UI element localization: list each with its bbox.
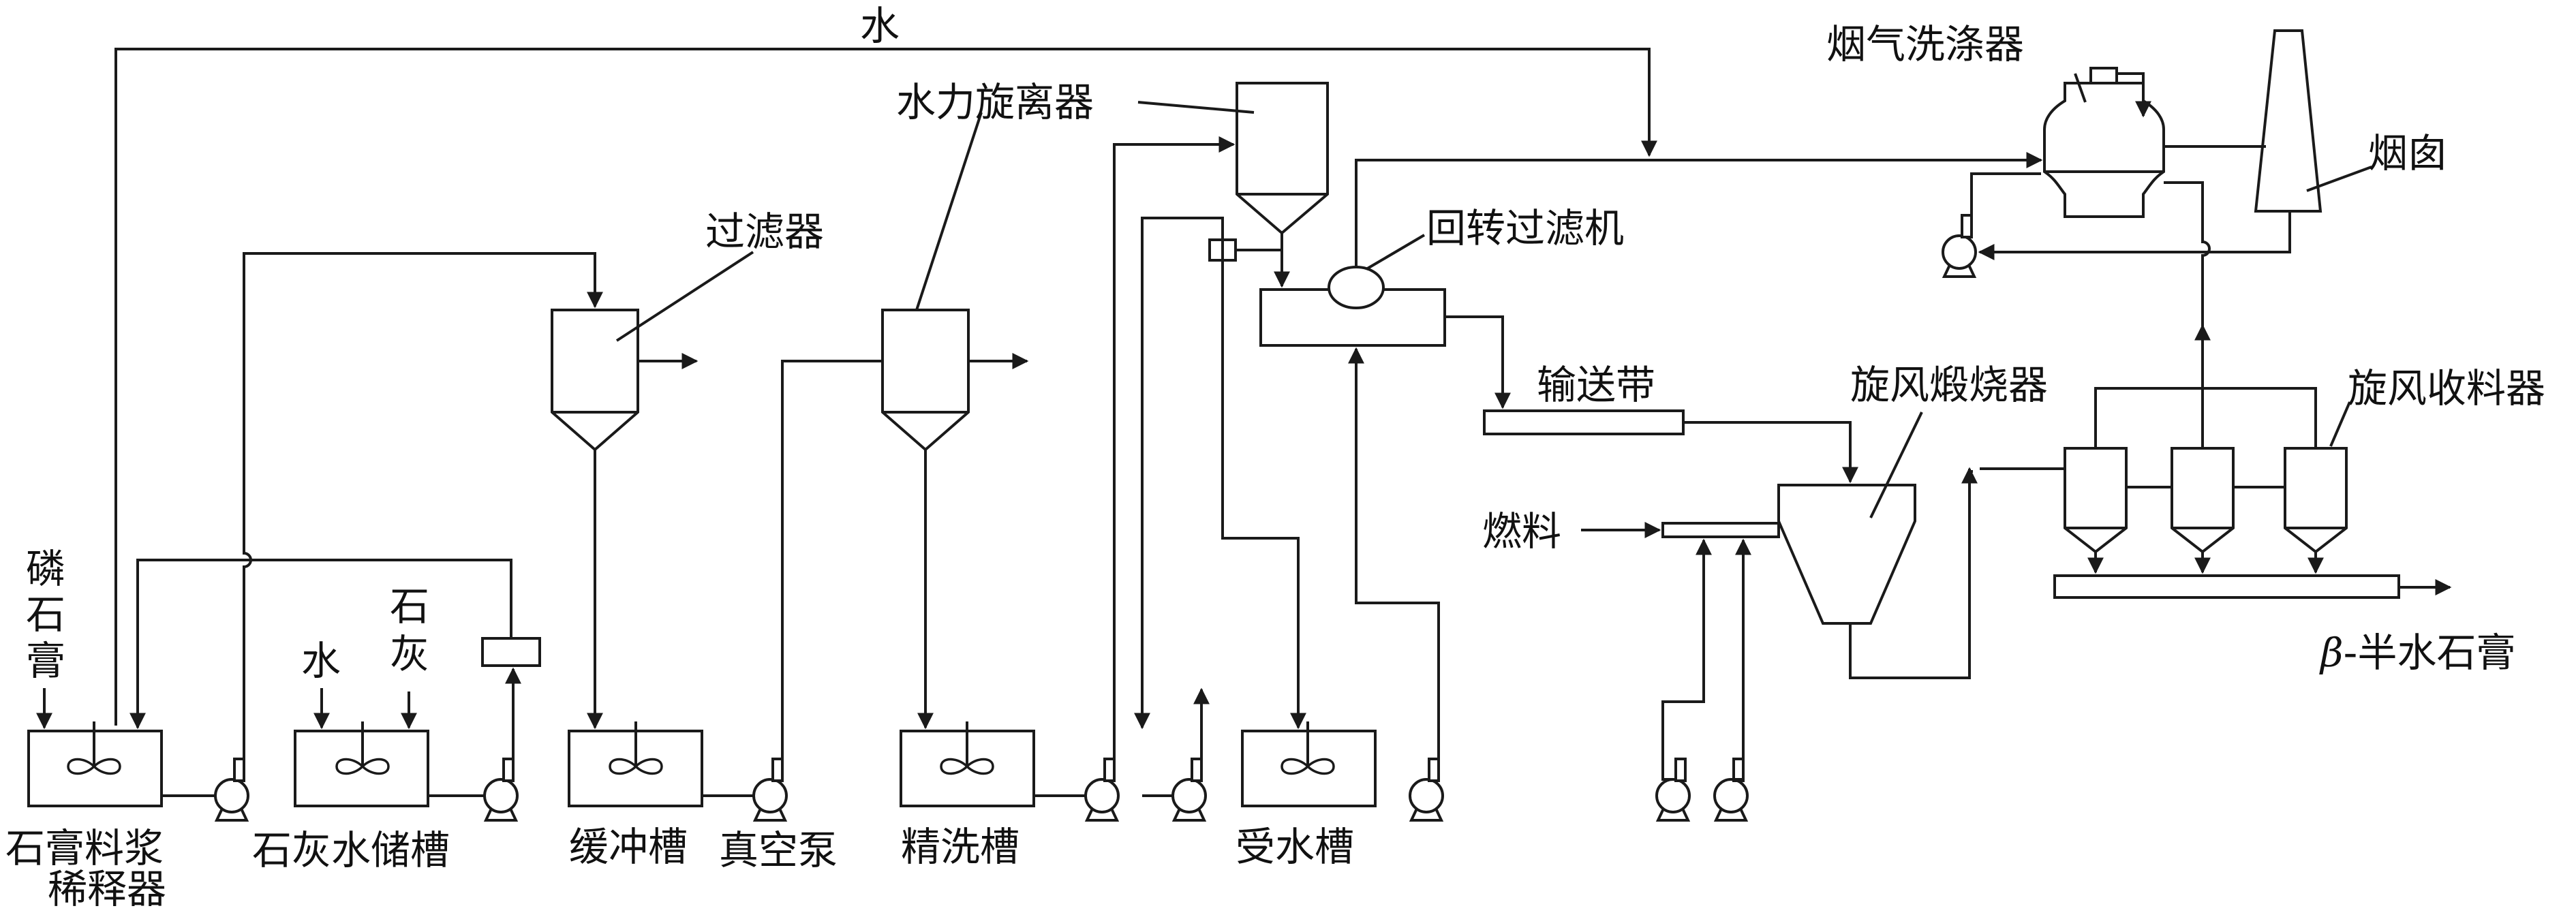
- pump-receiving: [1409, 758, 1444, 822]
- hydrocyclone-lower-vessel: [881, 309, 970, 452]
- gypsum-slurry-diluter: [27, 720, 163, 807]
- vacuum-pump: [752, 758, 788, 822]
- fine-wash-tank: [900, 720, 1035, 807]
- piping: [36, 48, 2452, 797]
- cyclone-calciner-body: [1777, 484, 1916, 625]
- label-product-symbol: β: [2319, 630, 2344, 676]
- pump-lime-water: [483, 758, 519, 822]
- label-buffer-tank: 缓冲槽: [569, 824, 688, 870]
- pump-diluter: [214, 758, 249, 822]
- lime-water-storage-tank: [294, 720, 429, 807]
- chimney: [2254, 29, 2322, 213]
- cyclone-collector-1: [2064, 447, 2128, 554]
- label-filter: 过滤器: [705, 208, 824, 255]
- label-water-feed: 水: [301, 638, 341, 684]
- leader-lines: [615, 73, 2372, 518]
- label-phosphogypsum-2: 石: [26, 591, 65, 638]
- conveyor-belt: [1483, 409, 1685, 435]
- cyclone-collector-2: [2171, 447, 2235, 554]
- label-phosphogypsum-1: 磷: [26, 546, 65, 592]
- fuel-burner-tube: [1661, 522, 1780, 538]
- label-lime-1: 石: [390, 583, 429, 630]
- label-phosphogypsum-3: 膏: [26, 638, 65, 684]
- rotary-filter-frame: [1259, 288, 1446, 347]
- label-fuel: 燃料: [1482, 508, 1561, 555]
- cyclone-collector-3: [2284, 447, 2348, 554]
- label-diluter-1: 石膏料浆: [5, 825, 164, 871]
- product-collector-belt: [2053, 574, 2400, 599]
- hydrocyclone-upper-vessel: [1236, 82, 1329, 235]
- label-flue-scrubber: 烟气洗涤器: [1826, 21, 2024, 67]
- buffer-tank: [568, 720, 703, 807]
- label-conveyor: 输送带: [1537, 362, 1655, 408]
- pump-scrubber: [1942, 214, 1977, 278]
- label-lime-2: 灰: [390, 631, 429, 677]
- label-vacuum-pump: 真空泵: [719, 827, 838, 873]
- label-receiving-tank: 受水槽: [1236, 824, 1354, 870]
- label-lime-tank: 石灰水储槽: [252, 827, 450, 873]
- label-fine-wash-tank: 精洗槽: [901, 824, 1019, 870]
- flue-gas-scrubber: [2043, 67, 2165, 218]
- label-chimney: 烟囱: [2368, 130, 2447, 176]
- label-diluter-2: 稀释器: [48, 866, 166, 912]
- pump-wash-return: [1171, 758, 1207, 822]
- label-rotary-filter: 回转过滤机: [1426, 205, 1624, 251]
- label-water-top: 水: [860, 3, 900, 49]
- lime-water-metering-box: [481, 637, 541, 667]
- rotary-filter-drum: [1328, 266, 1385, 309]
- pump-fine-wash: [1084, 758, 1120, 822]
- label-cyclone-collector: 旋风收料器: [2348, 365, 2545, 411]
- filter-vessel: [551, 309, 639, 452]
- label-hydrocyclone: 水力旋离器: [896, 79, 1094, 125]
- receiving-tank: [1241, 720, 1377, 807]
- label-cyclone-calciner: 旋风煅烧器: [1850, 362, 2048, 408]
- label-product: β-半水石膏: [2319, 630, 2515, 676]
- label-product-rest: -半水石膏: [2344, 630, 2516, 676]
